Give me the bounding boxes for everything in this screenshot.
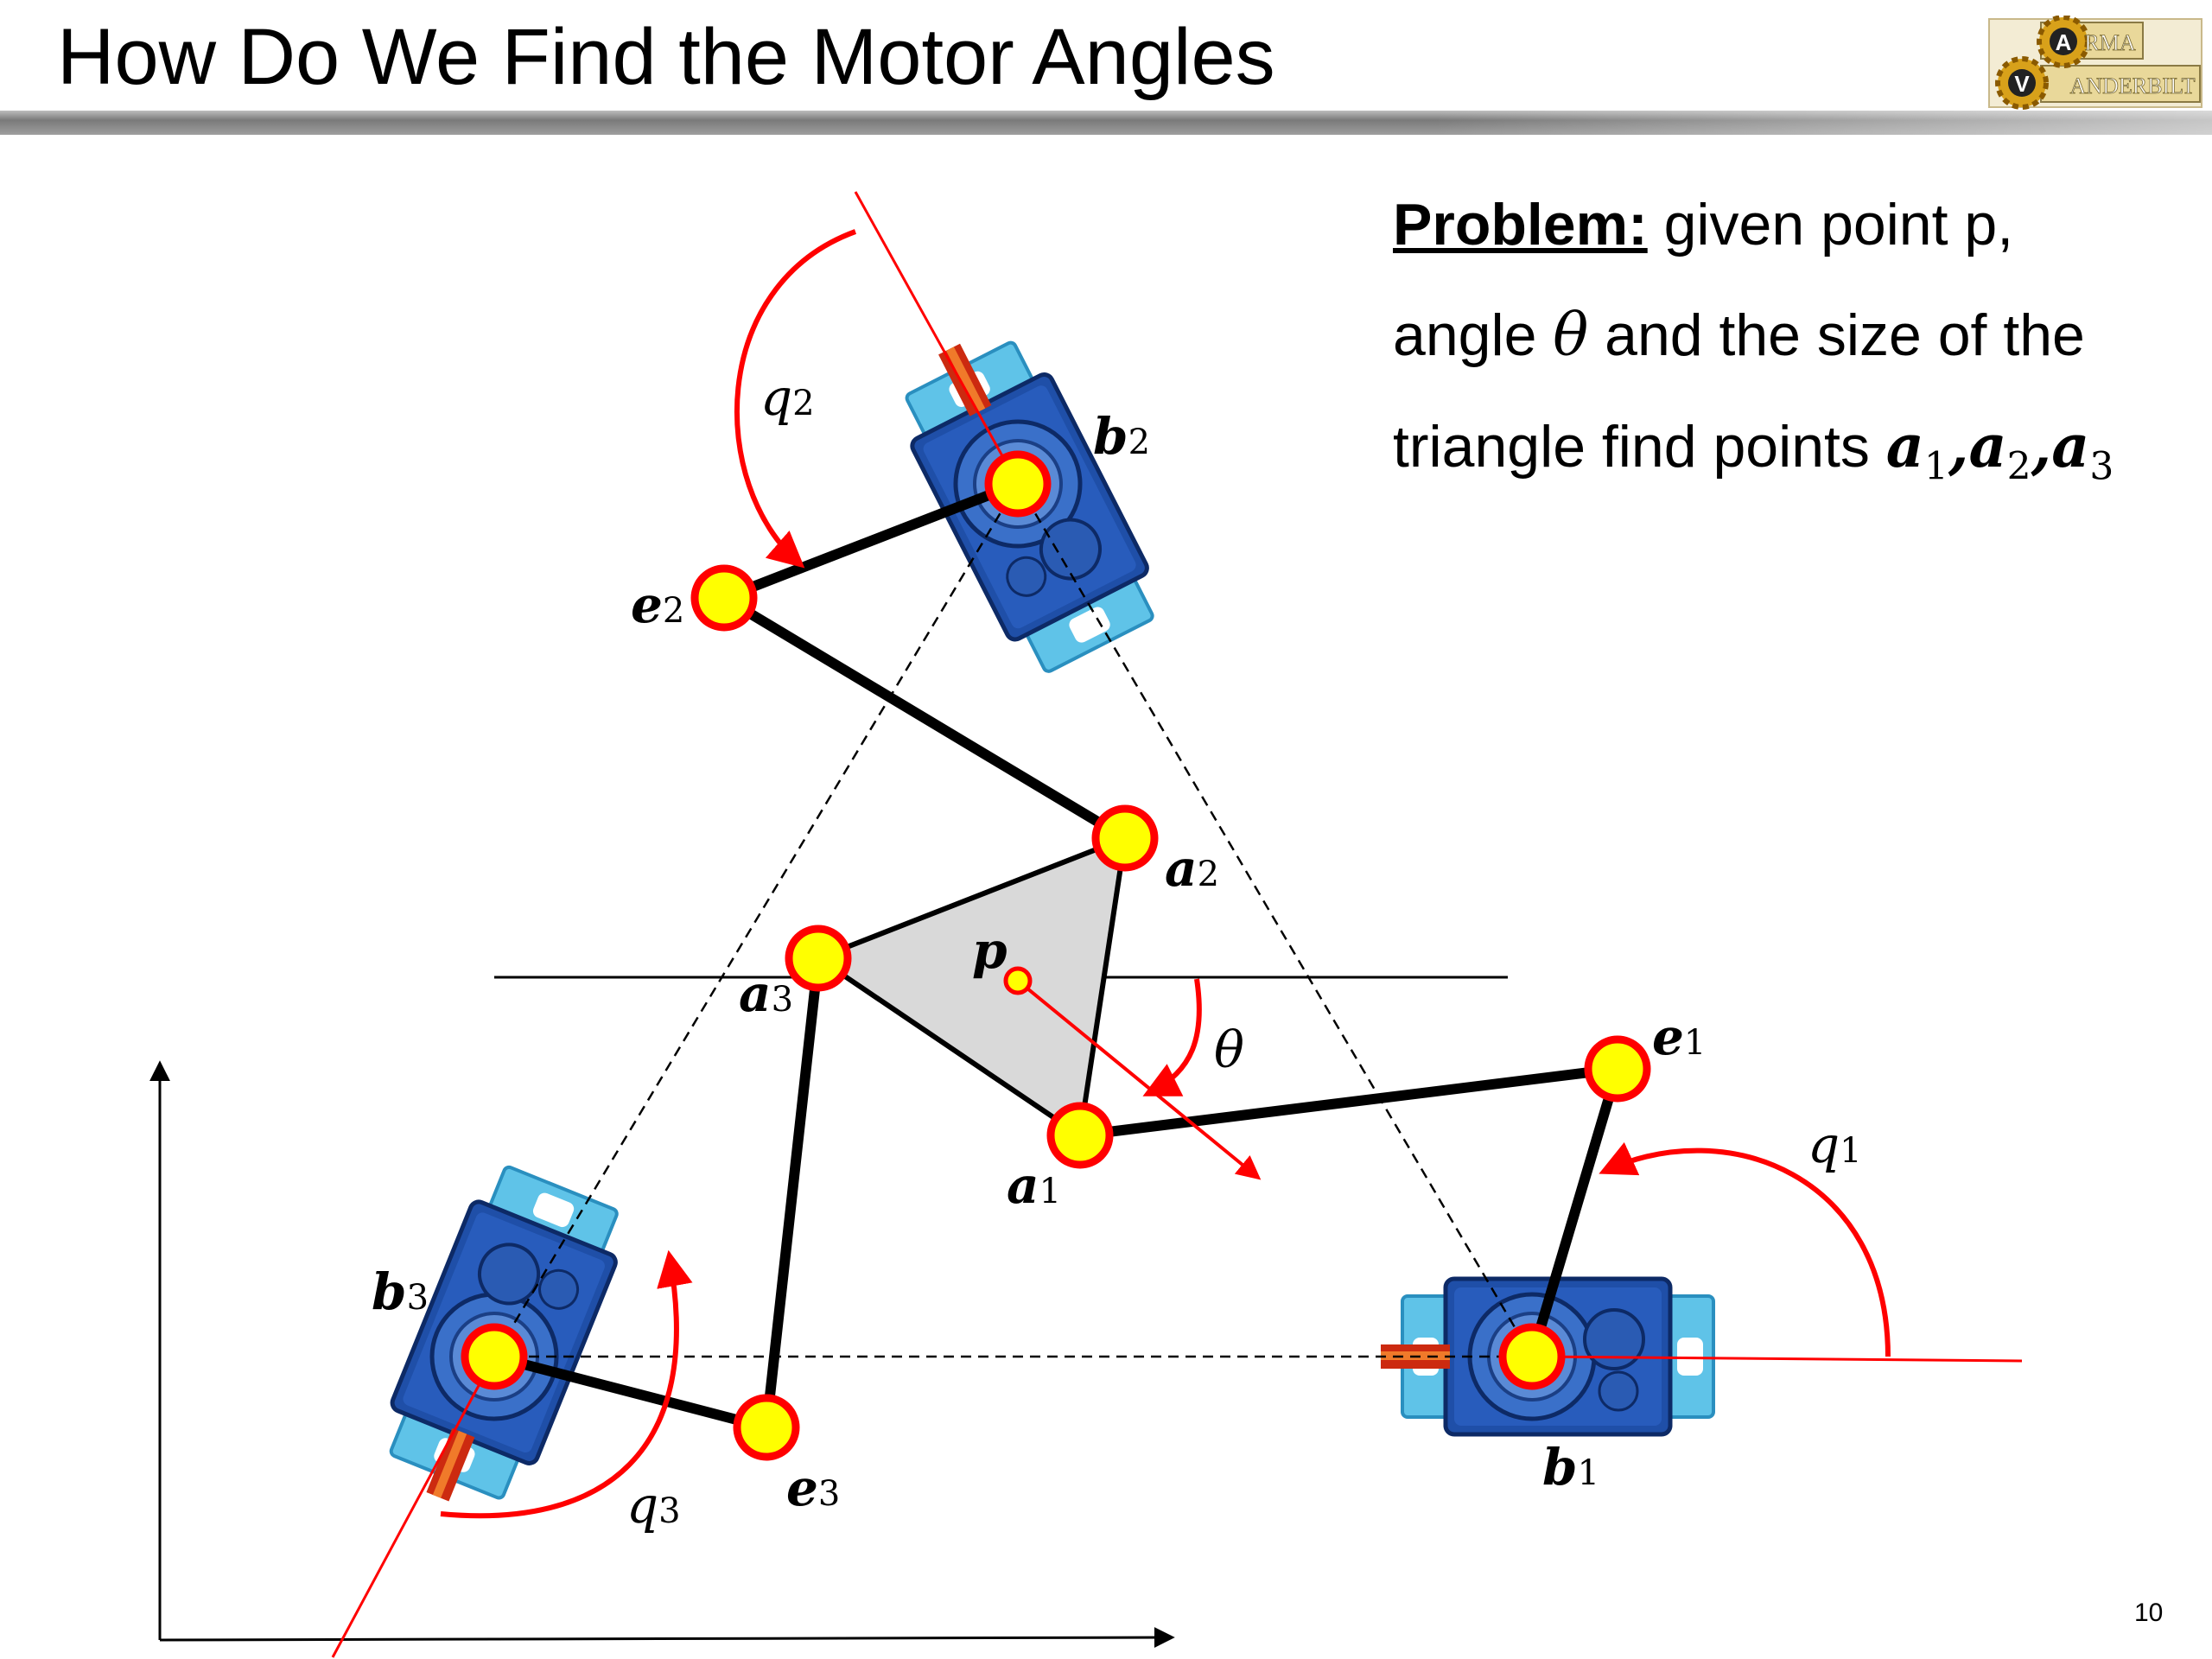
logo-letter-bottom: V <box>2014 71 2030 97</box>
problem-text-3: triangle find points <box>1393 414 1886 480</box>
label-q2: q2 <box>760 368 815 427</box>
angle-q3-arc <box>440 1249 693 1519</box>
platform-direction-arrow <box>1016 979 1262 1180</box>
problem-line-2: angle θ and the size of the <box>1393 280 2205 391</box>
servo-1-reference-line <box>1531 1355 2023 1363</box>
link-e3-a3 <box>761 953 823 1433</box>
problem-line-1: Problem: given point p, <box>1393 169 2205 280</box>
joint-b1 <box>1498 1323 1566 1390</box>
link-e1-a1 <box>1075 1064 1623 1141</box>
robot-joints <box>461 450 1651 1461</box>
problem-a1-sym: a <box>1885 412 1924 481</box>
logo-text-top: RMA <box>2084 30 2135 55</box>
link-b2-e2 <box>719 479 1023 603</box>
problem-text-2a: angle <box>1393 302 1554 368</box>
base-triangle-dashed <box>493 483 1534 1358</box>
label-q3: q3 <box>626 1476 681 1535</box>
joint-e2 <box>690 564 758 632</box>
point-p-marker <box>1003 966 1033 995</box>
joint-a2 <box>1091 804 1159 872</box>
logo-letter-top: A <box>2056 29 2072 55</box>
joint-e3 <box>733 1394 800 1461</box>
problem-heading: Problem: <box>1393 192 1648 257</box>
x-axis <box>159 1627 1175 1649</box>
problem-a2-sub: 2 <box>2006 444 2031 489</box>
joint-a1 <box>1046 1102 1114 1169</box>
problem-comma-1: , <box>1948 412 1969 481</box>
label-b1: b1 <box>1542 1438 1599 1497</box>
label-e3: e3 <box>786 1459 840 1517</box>
angle-theta-arc <box>1142 978 1202 1096</box>
label-e1: e1 <box>1652 1007 1706 1066</box>
label-b2: b2 <box>1093 407 1150 466</box>
problem-line-3: triangle find points a1,a2,a3 <box>1393 391 2205 523</box>
link-b3-e3 <box>489 1351 772 1433</box>
label-q1: q1 <box>1808 1116 1862 1174</box>
joint-e1 <box>1584 1035 1651 1103</box>
label-a2: a2 <box>1165 839 1219 898</box>
page-number: 10 <box>2134 1599 2164 1627</box>
problem-comma-2: , <box>2031 412 2052 481</box>
servo-3-reference-line <box>331 1356 496 1658</box>
link-b1-e1 <box>1527 1064 1623 1362</box>
label-e2: e2 <box>631 575 684 634</box>
title-underline-bar <box>0 111 2212 135</box>
moving-platform-triangle <box>812 834 1128 1141</box>
link-e2-a2 <box>719 593 1130 843</box>
coordinate-axes <box>149 1060 1175 1649</box>
problem-a3-sym: a <box>2051 412 2090 481</box>
problem-theta: θ <box>1553 302 1589 370</box>
diagram-labels: b2 e2 a2 a3 p a1 e1 b1 b3 e3 q2 q1 q3 θ <box>372 368 1862 1535</box>
angle-q2-arc <box>734 229 857 569</box>
page-title: How Do We Find the Motor Angles <box>57 13 1275 101</box>
problem-a2-sym: a <box>1968 412 2007 481</box>
label-a3: a3 <box>739 964 793 1023</box>
joint-b2 <box>984 450 1052 518</box>
servo-2-reference-line <box>854 191 1020 485</box>
joint-b3 <box>461 1323 528 1390</box>
label-theta: θ <box>1214 1020 1244 1079</box>
label-b3: b3 <box>372 1262 429 1321</box>
problem-text-1: given point p, <box>1647 192 2014 257</box>
title-bar-fade <box>1434 111 2212 135</box>
vanderbilt-arma-logo: A V RMA ANDERBILT <box>1988 16 2202 110</box>
joint-a3 <box>785 925 852 992</box>
robot-links <box>489 479 1623 1433</box>
logo-text-bottom: ANDERBILT <box>2070 73 2196 99</box>
problem-a1-sub: 1 <box>1923 444 1948 489</box>
problem-a3-sub: 3 <box>2089 444 2114 489</box>
problem-text-2b: and the size of the <box>1588 302 2085 368</box>
label-a1: a1 <box>1007 1156 1061 1215</box>
label-p: p <box>972 921 1007 980</box>
problem-statement: Problem: given point p, angle θ and the … <box>1393 169 2205 523</box>
angle-q1-arc <box>1599 1141 1891 1357</box>
